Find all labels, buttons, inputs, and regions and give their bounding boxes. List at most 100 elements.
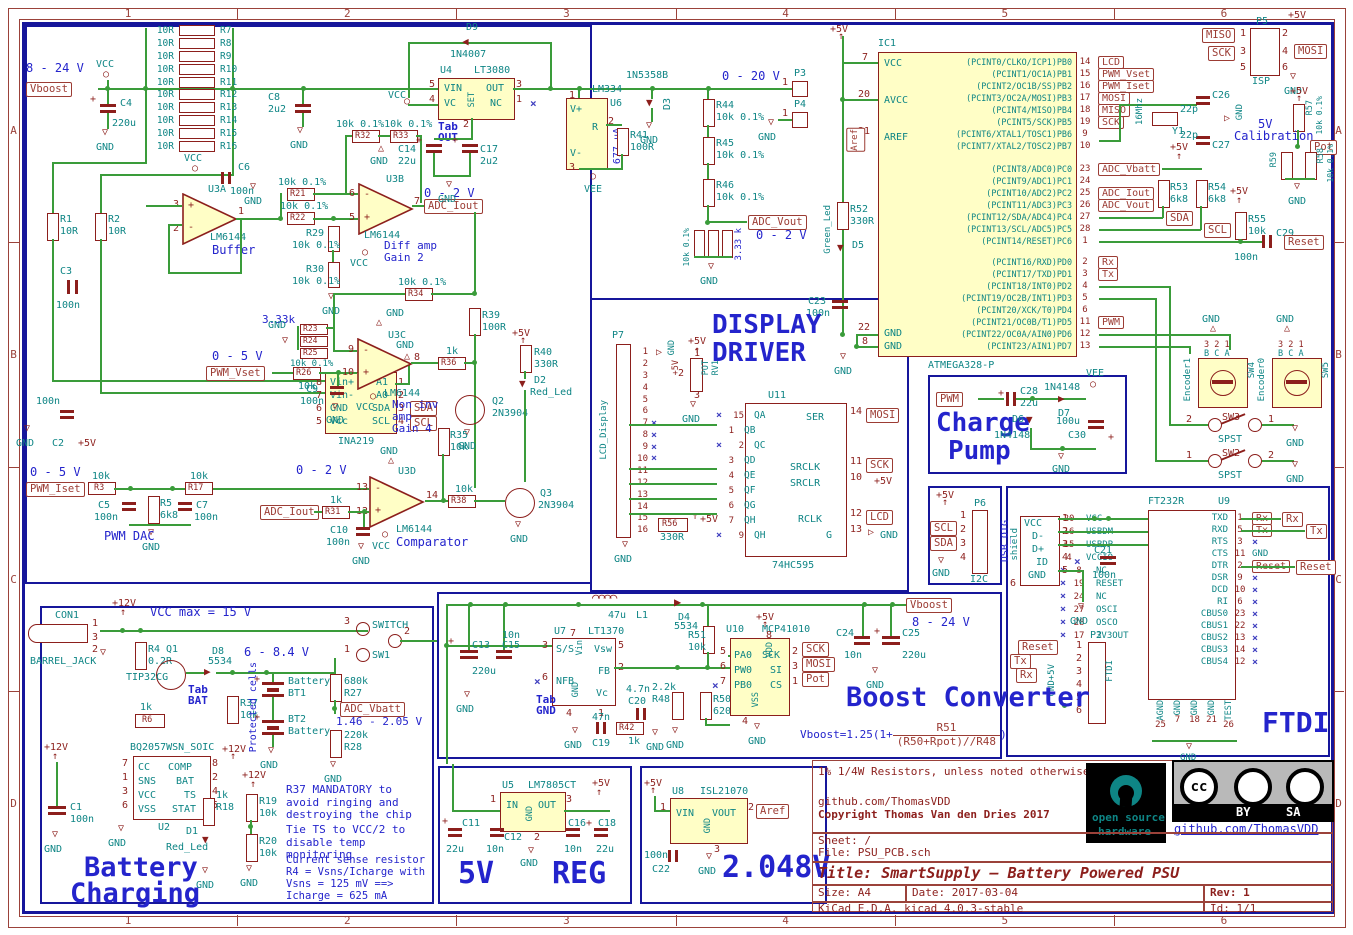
- resistor-r37[interactable]: [227, 696, 239, 724]
- wire[interactable]: [1058, 531, 1148, 533]
- wire[interactable]: [100, 239, 102, 393]
- wire[interactable]: [564, 810, 610, 812]
- wire[interactable]: [707, 205, 709, 223]
- connector-pin[interactable]: 16: [632, 524, 657, 536]
- wire[interactable]: [211, 488, 369, 490]
- wire[interactable]: [474, 212, 476, 293]
- wire[interactable]: [446, 645, 556, 647]
- wire[interactable]: [606, 124, 622, 126]
- resistor-r52[interactable]: [837, 202, 849, 230]
- current-source-u6[interactable]: [566, 98, 608, 170]
- wire[interactable]: [1058, 518, 1148, 520]
- charger-ic-u2[interactable]: [133, 756, 211, 820]
- transistor-q3[interactable]: [505, 488, 535, 518]
- wire[interactable]: [842, 99, 878, 101]
- net-label-pwm[interactable]: PWM: [936, 392, 963, 408]
- switch-contact[interactable]: [1248, 454, 1262, 468]
- capacitor-plate[interactable]: [1196, 102, 1210, 105]
- resistor-r20[interactable]: [246, 834, 258, 862]
- wire[interactable]: [707, 606, 709, 626]
- ft232r-u9[interactable]: [1148, 510, 1236, 700]
- wire[interactable]: [503, 606, 505, 650]
- wire[interactable]: [1241, 530, 1305, 532]
- resistor-r50[interactable]: [700, 692, 712, 720]
- capacitor-plate[interactable]: [854, 642, 870, 645]
- wire[interactable]: [651, 90, 653, 99]
- wire[interactable]: [1157, 460, 1209, 462]
- wire[interactable]: [186, 672, 206, 674]
- capacitor-plate[interactable]: [295, 110, 311, 113]
- net-label-mosi[interactable]: MOSI: [1294, 44, 1328, 60]
- wire[interactable]: [705, 724, 730, 726]
- switch-contact[interactable]: [356, 622, 370, 636]
- net-label-pwm-iset[interactable]: PWM_Iset: [26, 482, 85, 498]
- wire[interactable]: [862, 606, 864, 636]
- capacitor-plate[interactable]: [462, 150, 478, 153]
- resistor-r57[interactable]: [1293, 104, 1305, 132]
- ftdi-header-p2[interactable]: [1088, 642, 1106, 724]
- wire[interactable]: [1152, 740, 1237, 742]
- regulator-u5[interactable]: [500, 792, 566, 832]
- net-label-scl[interactable]: SCL: [410, 416, 437, 432]
- net-label[interactable]: MOSI: [1098, 91, 1131, 105]
- wire[interactable]: [297, 326, 299, 350]
- wire[interactable]: [524, 390, 526, 482]
- capacitor-plate[interactable]: [100, 104, 116, 107]
- capacitor-plate[interactable]: [60, 410, 74, 413]
- capacitor-plate[interactable]: [1006, 392, 1009, 406]
- wire[interactable]: [332, 250, 334, 262]
- opamp-u3a[interactable]: [182, 193, 238, 245]
- regulator-u4[interactable]: [438, 78, 515, 120]
- i2c-header-p6[interactable]: [972, 510, 988, 574]
- wire[interactable]: [52, 162, 54, 213]
- wire[interactable]: [705, 718, 707, 726]
- wire[interactable]: [100, 174, 234, 176]
- wire[interactable]: [707, 90, 709, 99]
- capacitor-plate[interactable]: [228, 172, 231, 184]
- capacitor-plate[interactable]: [566, 834, 580, 837]
- capacitor-plate[interactable]: [882, 636, 900, 639]
- diode-d8-icon[interactable]: ▶: [204, 665, 211, 678]
- wire[interactable]: [145, 146, 147, 162]
- net-label-pot[interactable]: Pot: [802, 672, 829, 688]
- capacitor-plate[interactable]: [100, 110, 116, 113]
- wire[interactable]: [471, 118, 473, 138]
- resistor-r2[interactable]: [95, 213, 107, 241]
- opamp-u3c[interactable]: [357, 338, 413, 390]
- switch-contact[interactable]: [1208, 418, 1222, 432]
- diode-d9-icon[interactable]: ◀: [462, 35, 469, 48]
- diode-d4-icon[interactable]: ▶: [674, 595, 682, 609]
- wire[interactable]: [98, 88, 438, 90]
- capacitor-plate[interactable]: [426, 144, 442, 147]
- wire[interactable]: [1229, 334, 1231, 350]
- resistor-r28[interactable]: [330, 730, 342, 758]
- wire[interactable]: [1099, 334, 1231, 336]
- net-label-adc-vbatt[interactable]: ADC_Vbatt: [340, 702, 405, 718]
- wire[interactable]: [302, 113, 304, 127]
- digipot-u10[interactable]: [730, 638, 790, 716]
- connector-p3[interactable]: [792, 81, 808, 97]
- wire[interactable]: [1262, 424, 1294, 426]
- switch-contact[interactable]: [1208, 454, 1222, 468]
- resistor-r41[interactable]: [617, 128, 629, 156]
- connector-pin[interactable]: 14: [632, 501, 657, 513]
- wire[interactable]: [107, 80, 109, 89]
- capacitor-plate[interactable]: [675, 850, 678, 862]
- wire[interactable]: [778, 119, 792, 121]
- net-label-aref[interactable]: Aref: [846, 128, 866, 152]
- wire[interactable]: [400, 640, 437, 642]
